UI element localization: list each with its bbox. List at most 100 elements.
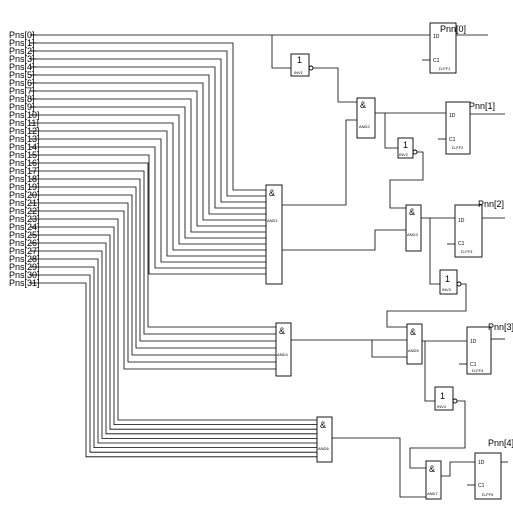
dff2-label: D-FF2 — [452, 145, 464, 150]
gate-and1: & AND1 — [265, 184, 283, 285]
dff-5: 1D C1 D-FF5 Pnn[4] — [474, 438, 513, 500]
dff1-label: D-FF1 — [439, 66, 451, 71]
and4-body — [275, 322, 292, 377]
wire-pns15-and1 — [30, 154, 266, 275]
inv2-symbol: 1 — [403, 140, 408, 150]
inv3-bubble — [456, 281, 462, 287]
wire-pns18-and4 — [30, 178, 276, 342]
inv4-symbol: 1 — [440, 391, 445, 401]
input-label-24: Pns[24] — [9, 222, 40, 232]
and4-symbol: & — [279, 326, 285, 336]
wire-pns23-and6 — [30, 218, 317, 421]
dff2-body — [445, 101, 471, 155]
inv2-body — [397, 137, 414, 159]
wire-pns0-inv1 — [271, 35, 291, 69]
dff5-c-pin: C1 — [478, 483, 485, 489]
wire-pns1-and1 — [30, 42, 266, 191]
and5-label: AND5 — [408, 348, 419, 353]
wire-inv1-and2 — [313, 67, 357, 103]
wire-pns14-and1 — [30, 146, 266, 269]
gate-and6: & AND6 — [316, 416, 333, 463]
wire-pns17-and4 — [30, 170, 276, 335]
wire-pns4-and1 — [30, 66, 266, 209]
dff4-body — [466, 326, 492, 375]
input-label-15: Pns[15] — [9, 150, 40, 160]
wire-and4-and5b — [371, 340, 407, 358]
wire-inv2-and3 — [389, 151, 424, 209]
input-labels: Pns[0] Pns[1] Pns[2] Pns[3] Pns[4] Pns[5… — [9, 30, 40, 288]
inv4-body — [434, 386, 454, 411]
wire-and1-and3 — [282, 229, 406, 251]
input-label-8: Pns[8] — [9, 94, 35, 104]
wire-pns28-and6 — [30, 258, 317, 444]
gate-inv4: 1 INV4 — [434, 386, 458, 411]
and3-label: AND3 — [407, 232, 418, 237]
dff3-d-pin: 1D — [458, 218, 465, 224]
wire-and6-and7 — [332, 437, 426, 498]
wire-and5-inv4 — [424, 341, 435, 402]
output-label-1: Pnn[1] — [469, 101, 495, 111]
wire-and7-dff5 — [441, 461, 475, 477]
inv3-symbol: 1 — [445, 274, 450, 284]
and1-symbol: & — [269, 188, 275, 198]
dff2-d-pin: 1D — [449, 113, 456, 119]
input-label-26: Pns[26] — [9, 238, 40, 248]
gate-inv1: 1 INV1 — [290, 53, 314, 77]
input-label-22: Pns[22] — [9, 206, 40, 216]
input-label-6: Pns[6] — [9, 78, 35, 88]
wire-and3-inv3 — [429, 218, 440, 285]
and3-body — [405, 204, 422, 252]
inv1-bubble — [308, 65, 314, 71]
and7-label: AND7 — [427, 491, 438, 496]
input-label-23: Pns[23] — [9, 214, 40, 224]
input-label-31: Pns[31] — [9, 278, 40, 288]
inv4-bubble — [452, 398, 458, 404]
dff-3: 1D C1 D-FF3 Pnn[2] — [454, 199, 504, 258]
wire-and2-inv2 — [384, 113, 398, 149]
input-label-17: Pns[17] — [9, 166, 40, 176]
input-label-27: Pns[27] — [9, 246, 40, 256]
input-label-3: Pns[3] — [9, 54, 35, 64]
output-label-3: Pnn[3] — [488, 322, 513, 332]
dff4-d-pin: 1D — [470, 339, 477, 345]
dff3-body — [454, 204, 483, 258]
inv4-label: INV4 — [437, 404, 447, 409]
gate-and7: & AND7 — [425, 460, 442, 500]
input-label-0: Pns[0] — [9, 30, 35, 40]
wire-inv4-and7 — [409, 400, 466, 469]
wire-pns16-and4 — [30, 162, 276, 328]
wire-pns30-and6 — [30, 274, 317, 453]
wire-pns26-and6 — [30, 242, 317, 435]
wire-pns2-and1 — [30, 50, 266, 197]
and5-symbol: & — [410, 327, 416, 337]
inv1-label: INV1 — [294, 70, 304, 75]
dff3-label: D-FF3 — [461, 249, 473, 254]
dff1-d-pin: 1D — [433, 34, 440, 40]
input-label-14: Pns[14] — [9, 142, 40, 152]
input-label-28: Pns[28] — [9, 254, 40, 264]
wire-pns12-and1 — [30, 130, 266, 257]
input-label-29: Pns[29] — [9, 262, 40, 272]
and3-symbol: & — [409, 207, 415, 217]
gate-and4: & AND4 — [275, 322, 292, 377]
and5-body — [406, 323, 423, 365]
and2-symbol: & — [360, 100, 366, 110]
wire-pns31-and6 — [30, 282, 317, 458]
input-label-13: Pns[13] — [9, 134, 40, 144]
and1-body — [265, 184, 283, 285]
input-label-16: Pns[16] — [9, 158, 40, 168]
gate-and5: & AND5 — [406, 323, 423, 365]
dff4-c-pin: C1 — [470, 362, 477, 368]
inv1-symbol: 1 — [297, 55, 302, 65]
input-label-20: Pns[20] — [9, 190, 40, 200]
wire-pns22-and4 — [30, 210, 276, 370]
input-label-12: Pns[12] — [9, 126, 40, 136]
and7-body — [425, 460, 442, 500]
dff1-c-pin: C1 — [433, 58, 440, 64]
input-label-10: Pns[10] — [9, 110, 40, 120]
wire-pns8-and1 — [30, 98, 266, 233]
and2-label: AND2 — [359, 124, 370, 129]
and6-body — [316, 416, 333, 463]
wire-and1-and2 — [282, 119, 357, 206]
